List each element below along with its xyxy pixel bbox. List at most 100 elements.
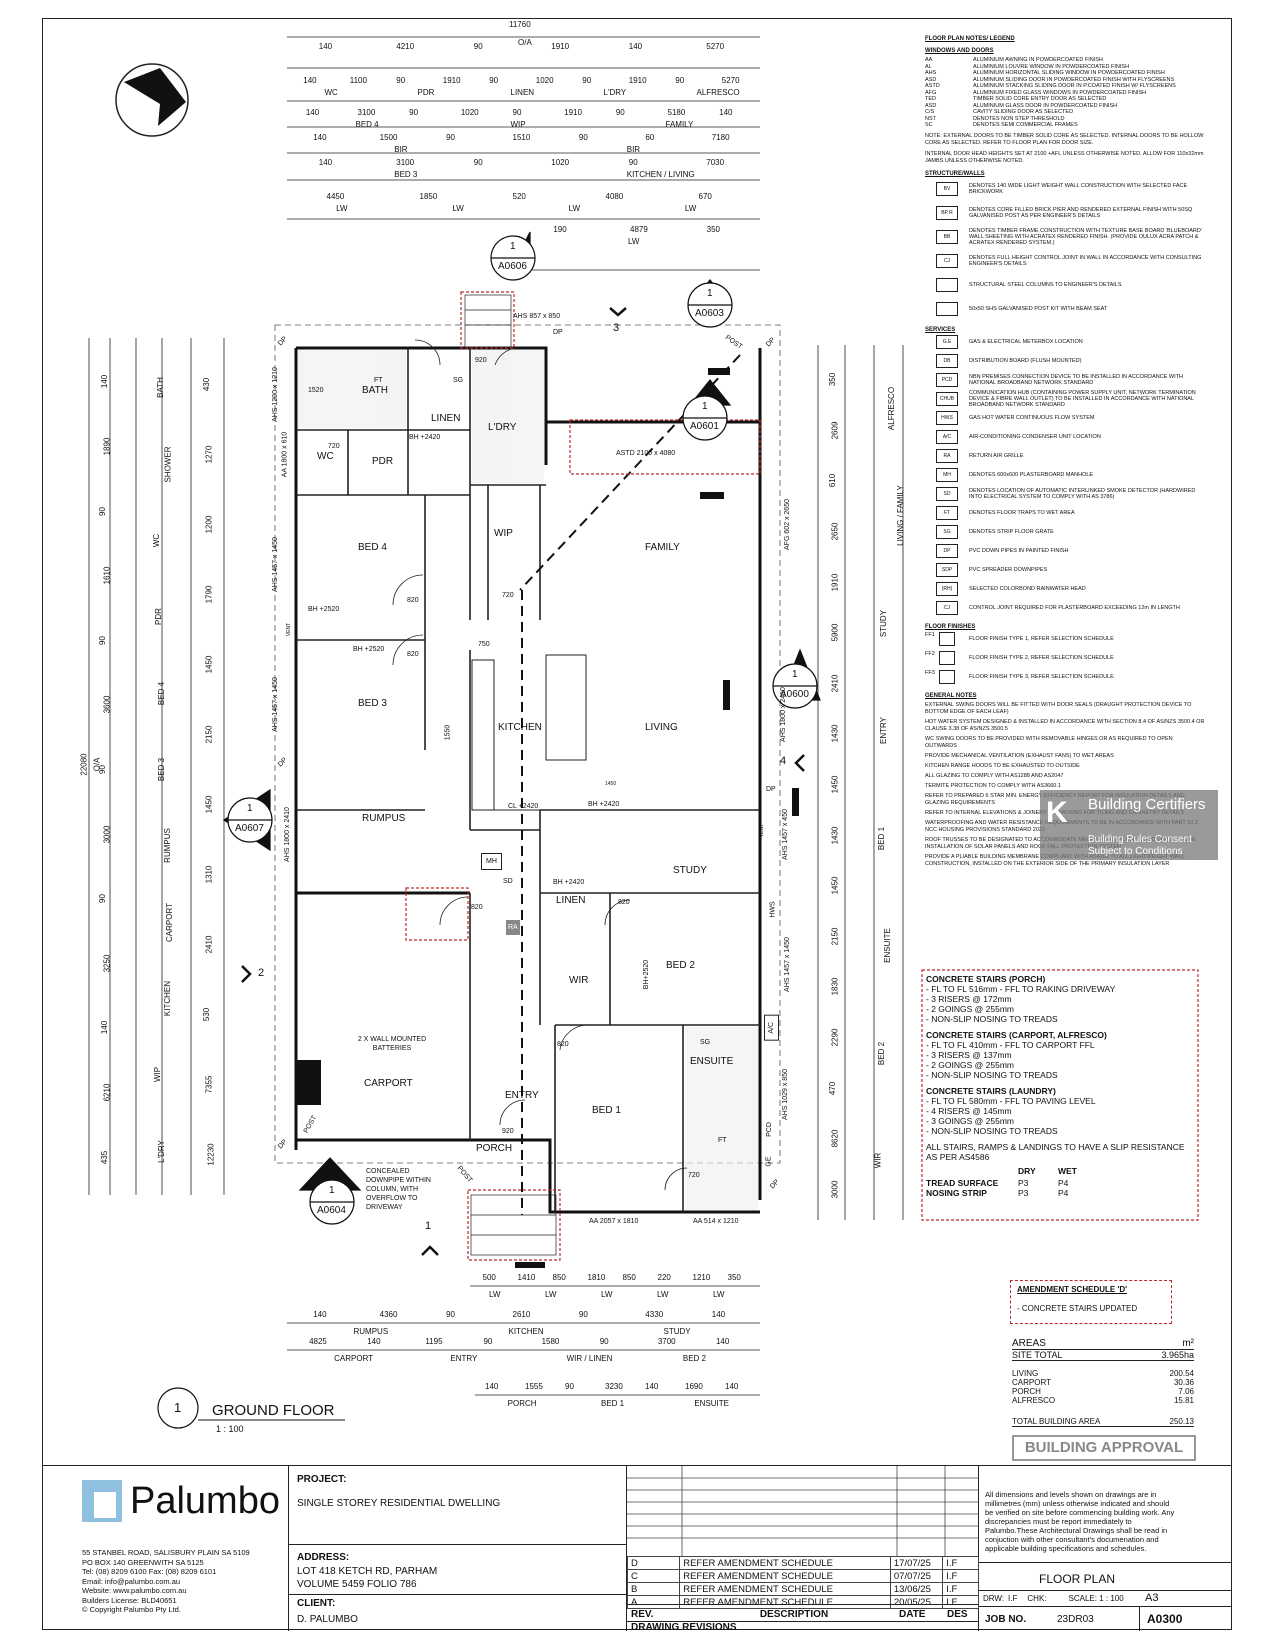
legend-finish-grid-icon <box>938 632 955 646</box>
right-dim-label: BED 1 <box>877 826 887 850</box>
legend-structure-desc: STRUCTURAL STEEL COLUMNS TO ENGINEER'S D… <box>969 281 1122 288</box>
right-dim-value: 2410 <box>830 674 840 693</box>
bottom-dim-value: 500 <box>482 1273 496 1282</box>
room-pdr: PDR <box>372 456 394 467</box>
bottom-dim-value: 1410 <box>517 1273 536 1282</box>
left-dim-value-2: 430 <box>202 377 212 392</box>
project-cell: PROJECT: SINGLE STOREY RESIDENTIAL DWELL… <box>289 1466 627 1631</box>
right-dim-label: BED 2 <box>877 1041 887 1065</box>
top-dim-value: 90 <box>409 108 419 117</box>
left-dim-label: WIP <box>153 1067 163 1083</box>
room-wc: WC <box>317 451 334 462</box>
bottom-dim-label: LW <box>601 1290 613 1299</box>
top-dim-value: 90 <box>396 76 406 85</box>
legend-window-row-code: AFG <box>925 89 937 96</box>
top-dim-value: 90 <box>473 42 483 51</box>
legend-service-row: (RH)SELECTED COLORBOND RAINWATER HEAD <box>925 580 1205 599</box>
area-label: PORCH <box>1012 1387 1041 1396</box>
right-dim-label: STUDY <box>879 609 889 637</box>
top-dim-value: 90 <box>675 76 685 85</box>
legend-service-desc: GAS HOT WATER CONTINUOUS FLOW SYSTEM <box>969 415 1095 421</box>
site-boundary <box>274 324 781 1164</box>
legend-service-code: DB <box>936 354 958 368</box>
revision-cell: I.F <box>942 1569 979 1583</box>
top-dim-value: 5270 <box>721 76 740 85</box>
drawing-number: 1 <box>174 1400 182 1415</box>
legend-service-desc: SELECTED COLORBOND RAINWATER HEAD <box>969 586 1086 592</box>
window-aa-1: AA 2057 x 1810 <box>589 1218 639 1225</box>
company-address-line: Builders License: BLD40651 <box>82 1595 177 1605</box>
legend-structure-symbol-icon: BV <box>925 181 969 196</box>
legend-service-symbol-icon: SG <box>925 525 969 539</box>
overall-width: 11760 <box>509 20 531 29</box>
legend-window-row-code: SC <box>925 122 933 128</box>
kitchen-island <box>471 654 600 811</box>
room-porch: PORCH <box>476 1143 513 1154</box>
top-dim-value: 190 <box>553 225 567 234</box>
legend-service-desc: DENOTES LOCATION OF AUTOMATIC INTERLINKE… <box>969 488 1196 500</box>
area-value: 30.36 <box>1173 1378 1194 1387</box>
areas-head: AREAS m² <box>1012 1338 1194 1350</box>
legend-window-desc: DENOTES NON STEP THRESHOLD <box>973 115 1065 122</box>
legend-window-desc: CAVITY SLIDING DOOR AS SELECTED <box>973 109 1074 115</box>
certifier-brand: Building Certifiers <box>1088 796 1206 813</box>
legend-service-code: CHUB <box>936 392 958 406</box>
legend-finish-desc: FLOOR FINISH TYPE 3, REFER SELECTION SCH… <box>969 674 1114 680</box>
aircon-unit-icon: A/C <box>764 1015 779 1041</box>
legend-service-desc: COMMUNICATION HUB (CONTAINING POWER SUPP… <box>969 390 1196 408</box>
bottom-dim-label: WIR / LINEN <box>566 1354 613 1363</box>
elevation-marker-3: 3 <box>613 322 620 334</box>
revision-cell: 17/07/25 <box>889 1556 944 1570</box>
company-address-line: © Copyright Palumbo Pty Ltd. <box>82 1605 181 1614</box>
vent-label-1: VENT <box>286 622 293 637</box>
stairs-slip-note: ALL STAIRS, RAMPS & LANDINGS TO HAVE A S… <box>926 1142 1185 1162</box>
legend-finish-grid-icon <box>938 670 955 684</box>
chk-label: CHK: <box>1027 1594 1047 1603</box>
legend-window-row-code: NST <box>925 115 936 122</box>
site-address-1: LOT 418 KETCH RD, PARHAM <box>297 1566 438 1577</box>
top-dim-value: 60 <box>645 133 655 142</box>
top-dim-value: 7180 <box>711 133 730 142</box>
legend-structure-code: CJ <box>936 253 958 268</box>
top-dim-value: 4080 <box>605 192 624 201</box>
room-bed1: BED 1 <box>592 1105 621 1116</box>
door-820-e: 820 <box>557 1041 569 1048</box>
rev-head-des: DES <box>947 1609 968 1620</box>
legend-service-code: A/C <box>936 430 958 444</box>
section-marker-number: 1 <box>792 669 798 680</box>
door-820-b: 820 <box>407 651 419 658</box>
areas-site-row: SITE TOTAL 3.965ha <box>1012 1350 1194 1361</box>
right-dim-value: 1450 <box>830 775 840 794</box>
bottom-dim-value: 1210 <box>692 1273 711 1282</box>
bottom-dim-label: BED 2 <box>682 1354 706 1363</box>
bottom-dim-label: KITCHEN <box>508 1327 544 1336</box>
ge-label: GE <box>765 1156 773 1167</box>
window-afg-r: AFG 602 x 2650 <box>783 499 791 550</box>
areas-unit: m² <box>1182 1338 1194 1349</box>
legend-service-symbol-icon: G.E <box>925 335 969 349</box>
top-dim-value: 3100 <box>357 108 376 117</box>
bottom-dim-value: 2610 <box>512 1310 531 1319</box>
revision-head: REV. DESCRIPTION DATE DES <box>631 1609 983 1620</box>
palumbo-logo-icon <box>82 1480 122 1522</box>
stairs-carport-line: - 3 RISERS @ 137mm <box>926 1050 1012 1060</box>
right-dim-value: 2650 <box>830 522 840 541</box>
left-dim-label: PDR <box>153 608 163 626</box>
top-dim-label: FAMILY <box>665 120 694 129</box>
bottom-dim-value: 90 <box>599 1337 609 1346</box>
legend-window-desc: ALUMINIUM GLASS DOOR IN POWDERCOATED FIN… <box>973 102 1118 109</box>
revision-cell: A <box>626 1595 681 1609</box>
legend-services-title: SERVICES <box>925 326 956 333</box>
sheet-title: FLOOR PLAN <box>1039 1572 1116 1586</box>
bottom-dim-label: PORCH <box>507 1399 537 1408</box>
stairs-carport-list: - FL TO FL 410mm - FFL TO CARPORT FFL- 3… <box>926 1040 1196 1080</box>
